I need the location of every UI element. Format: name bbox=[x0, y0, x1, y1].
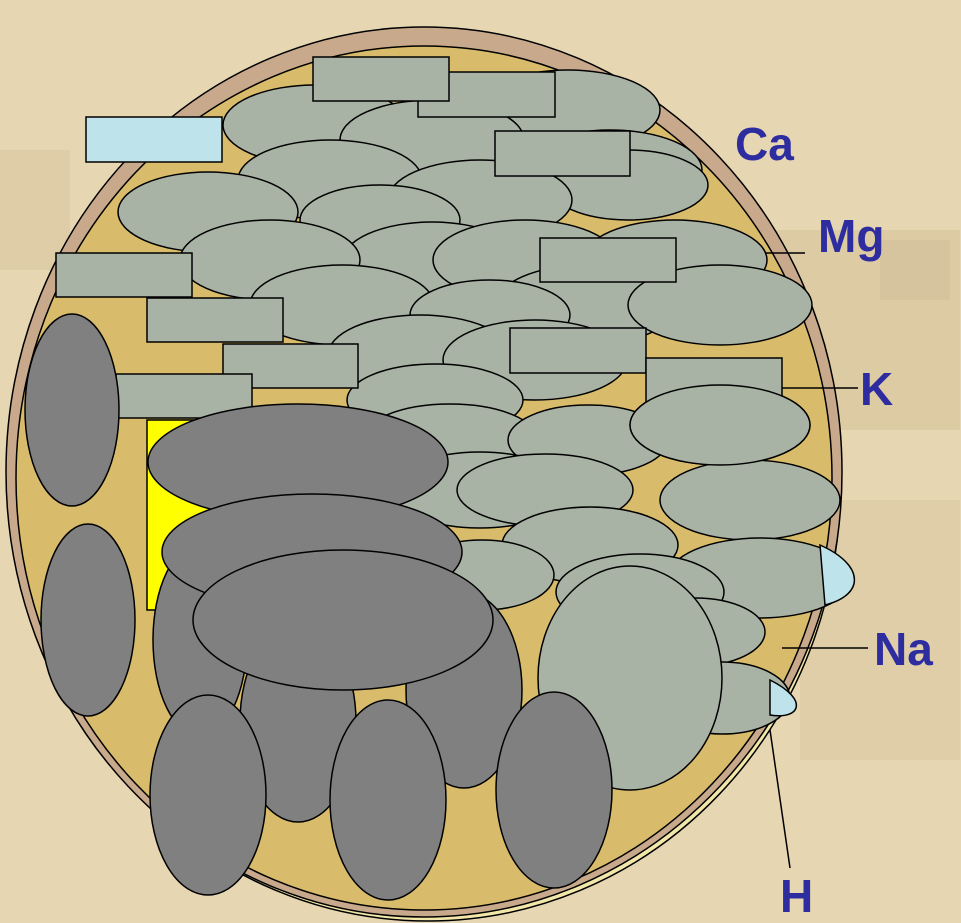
grain-dark-vertical bbox=[41, 524, 135, 716]
grain-dark-vertical bbox=[25, 314, 119, 506]
label-k: K bbox=[860, 363, 893, 415]
rect-block bbox=[510, 328, 646, 373]
rect-block bbox=[313, 57, 449, 101]
label-h: H bbox=[780, 870, 813, 922]
blue-block bbox=[86, 117, 222, 162]
rect-block bbox=[495, 131, 630, 176]
grain-dark-vertical bbox=[496, 692, 612, 888]
grain-light bbox=[660, 460, 840, 540]
grain-dark-horizontal bbox=[193, 550, 493, 690]
label-na: Na bbox=[874, 623, 933, 675]
label-ca: Ca bbox=[735, 118, 794, 170]
grain-light bbox=[630, 385, 810, 465]
rect-block bbox=[56, 253, 192, 297]
grain-dark-vertical bbox=[150, 695, 266, 895]
rect-block bbox=[147, 298, 283, 342]
label-mg: Mg bbox=[818, 210, 884, 262]
grain-dark-vertical bbox=[330, 700, 446, 900]
rect-block bbox=[540, 238, 676, 282]
